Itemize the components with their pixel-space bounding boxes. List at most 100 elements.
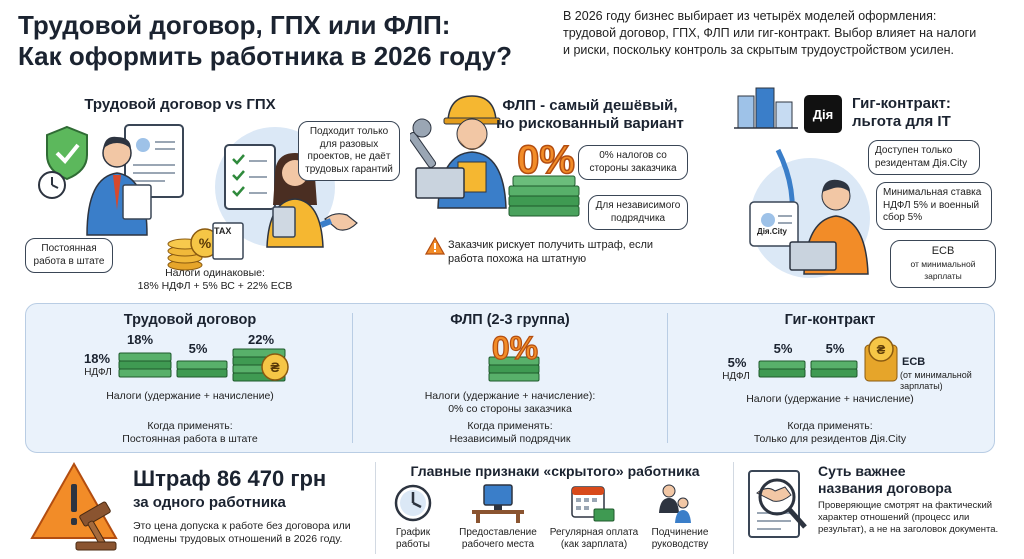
- col-labor-taxes: Налоги (удержание + начисление): [106, 390, 274, 402]
- id-badge-icon: [749, 201, 799, 247]
- sign-label-schedule: График работы: [395, 527, 431, 550]
- handshake-icon: [756, 486, 792, 502]
- diia-city-badge: Дія.City: [757, 227, 787, 236]
- money-stack-5: [176, 360, 228, 378]
- laptop-icon: [415, 167, 465, 199]
- handshake-icon: [319, 213, 358, 231]
- essence-title: Суть важнее названия договора: [818, 463, 998, 497]
- col-gig-esv: ЕСВ: [902, 356, 926, 368]
- calendar-payment-icon: [571, 486, 615, 522]
- signs-title: Главные признаки «скрытого» работника: [410, 463, 700, 479]
- manager-subordinate-icon: [659, 484, 691, 523]
- sign-label-subordination: Подчинение руководству: [651, 527, 709, 550]
- col-gig-taxes: Налоги (удержание + начисление): [746, 393, 914, 405]
- wrench-icon: [410, 118, 437, 168]
- bubble-esv: ЕСВ от минимальной зарплаты: [890, 240, 996, 288]
- fop-warning-text: Заказчик рискует получить штраф, если ра…: [448, 239, 654, 265]
- money-stack-18: [118, 352, 172, 378]
- col-gig-when-val: Только для резидентов Дія.City: [753, 433, 907, 445]
- clock-icon: [38, 171, 66, 199]
- bubble-esv-sub: от минимальной зарплаты: [910, 258, 976, 282]
- bubble-esv-title: ЕСВ: [931, 245, 955, 257]
- labor-vs-gph-illustration: %: [38, 124, 358, 271]
- col-labor-pct-2: 5%: [188, 341, 208, 356]
- bubble-independent: Для независимого подрядчика: [588, 195, 688, 230]
- fop-heading-line-2: но рискованный вариант: [496, 115, 684, 132]
- gig-heading-line-1: Гиг-контракт:: [852, 95, 951, 112]
- money-stack-5a: [758, 360, 806, 378]
- svg-text:₴: ₴: [270, 359, 280, 375]
- fop-heading-line-1: ФЛП - самый дешёвый,: [502, 97, 678, 114]
- col-fop-taxes-2: 0% со стороны заказчика: [448, 403, 572, 415]
- fine-description: Это цена допуска к работе без договора и…: [133, 520, 351, 545]
- section-heading-gig: Гиг-контракт: льгота для IT: [852, 95, 972, 131]
- magnifier-icon: [758, 478, 807, 529]
- hryvnia-coins-icon: ₴: [864, 336, 898, 382]
- bubble-min-rate: Минимальная ставка НДФЛ 5% и военный сбо…: [876, 182, 992, 230]
- col-labor-when-val: Постоянная работа в штате: [122, 433, 258, 445]
- col-labor-ndfl-label: НДФЛ: [84, 367, 112, 378]
- fine-warning-illustration: [30, 461, 118, 551]
- sign-label-workplace: Предоставление рабочего места: [459, 527, 537, 550]
- schedule-clock-icon: [394, 484, 432, 522]
- panel-divider-2: [667, 313, 668, 443]
- essence-title-line-2: названия договора: [818, 480, 952, 496]
- col-labor-pct-1: 18%: [126, 332, 154, 347]
- gig-heading-line-2: льгота для IT: [852, 113, 951, 130]
- section-heading-fop: ФЛП - самый дешёвый, но рискованный вари…: [490, 97, 690, 133]
- laptop-icon: [789, 241, 837, 271]
- city-buildings-icon: [734, 87, 798, 129]
- col-gig-when: Когда применять:: [787, 420, 873, 432]
- contractor-woman-illustration: [266, 153, 324, 248]
- col-fop-title: ФЛП (2-3 группа): [450, 312, 570, 328]
- col-labor-pct-3: 22%: [247, 332, 275, 347]
- col-labor-when: Когда применять:: [147, 420, 233, 432]
- hryvnia-coin-icon: ₴: [261, 353, 289, 381]
- svg-text:%: %: [199, 235, 212, 251]
- fine-title: Штраф 86 470 грн: [133, 466, 327, 491]
- contract-magnifier-illustration: [748, 470, 807, 538]
- col-labor-title: Трудовой договор: [123, 312, 257, 328]
- money-stack-illustration: [508, 175, 580, 217]
- intro-text: В 2026 году бизнес выбирает из четырёх м…: [563, 9, 977, 57]
- taxes-same-line-2: 18% НДФЛ + 5% ВС + 22% ЕСВ: [137, 280, 293, 292]
- workplace-desk-icon: [472, 484, 524, 523]
- taxes-same-line-1: Налоги одинаковые:: [165, 267, 265, 279]
- fop-zero-percent: 0%: [516, 137, 575, 183]
- gavel-icon: [75, 501, 117, 551]
- bubble-zero-tax: 0% налогов со стороны заказчика: [578, 145, 688, 180]
- warning-icon: [425, 237, 445, 255]
- employee-man-illustration: [86, 136, 152, 236]
- col-labor-money-stacks: ₴: [118, 348, 289, 382]
- col-gig-title: Гиг-контракт: [784, 312, 876, 328]
- panel-divider-1: [352, 313, 353, 443]
- taxes-same-text: Налоги одинаковые: 18% НДФЛ + 5% ВС + 22…: [115, 267, 315, 293]
- col-gig-money-stacks: ₴: [758, 336, 898, 382]
- col-gig-ndfl-label: НДФЛ: [722, 371, 750, 382]
- bottom-separator-2: [733, 462, 734, 554]
- fine-subtitle: за одного работника: [133, 494, 286, 511]
- bubble-staff-note: Постоянная работа в штате: [25, 238, 113, 273]
- essence-title-line-1: Суть важнее: [818, 463, 906, 479]
- gig-developer-illustration: [749, 148, 870, 278]
- col-fop-taxes: Налоги (удержание + начисление):: [424, 390, 596, 402]
- tax-doc-label: TAX: [214, 226, 232, 236]
- bottom-separator-1: [375, 462, 376, 554]
- shield-check-icon: [46, 125, 88, 181]
- col-fop-when: Когда применять:: [467, 420, 553, 432]
- essence-description: Проверяющие смотрят на фактический харак…: [818, 500, 999, 535]
- col-gig-pct-3: 5%: [825, 341, 845, 356]
- tax-document-icon: [212, 222, 244, 260]
- sign-label-payment: Регулярная оплата (как зарплата): [549, 527, 639, 550]
- svg-text:₴: ₴: [877, 342, 886, 357]
- col-fop-money-stack: [488, 356, 540, 382]
- money-stack-5b: [810, 360, 858, 378]
- col-gig-pct-2: 5%: [773, 341, 793, 356]
- bubble-residents: Доступен только резидентам Дія.City: [868, 140, 980, 175]
- diia-logo: Дія: [804, 95, 842, 133]
- title-line-1: Трудовой договор, ГПХ или ФЛП:: [18, 10, 451, 40]
- page-title: Трудовой договор, ГПХ или ФЛП: Как оформ…: [18, 10, 558, 72]
- hard-hat-icon: [447, 95, 497, 121]
- title-line-2: Как оформить работника в 2026 году?: [18, 41, 512, 71]
- col-labor-ndfl-pct: 18%: [83, 351, 111, 366]
